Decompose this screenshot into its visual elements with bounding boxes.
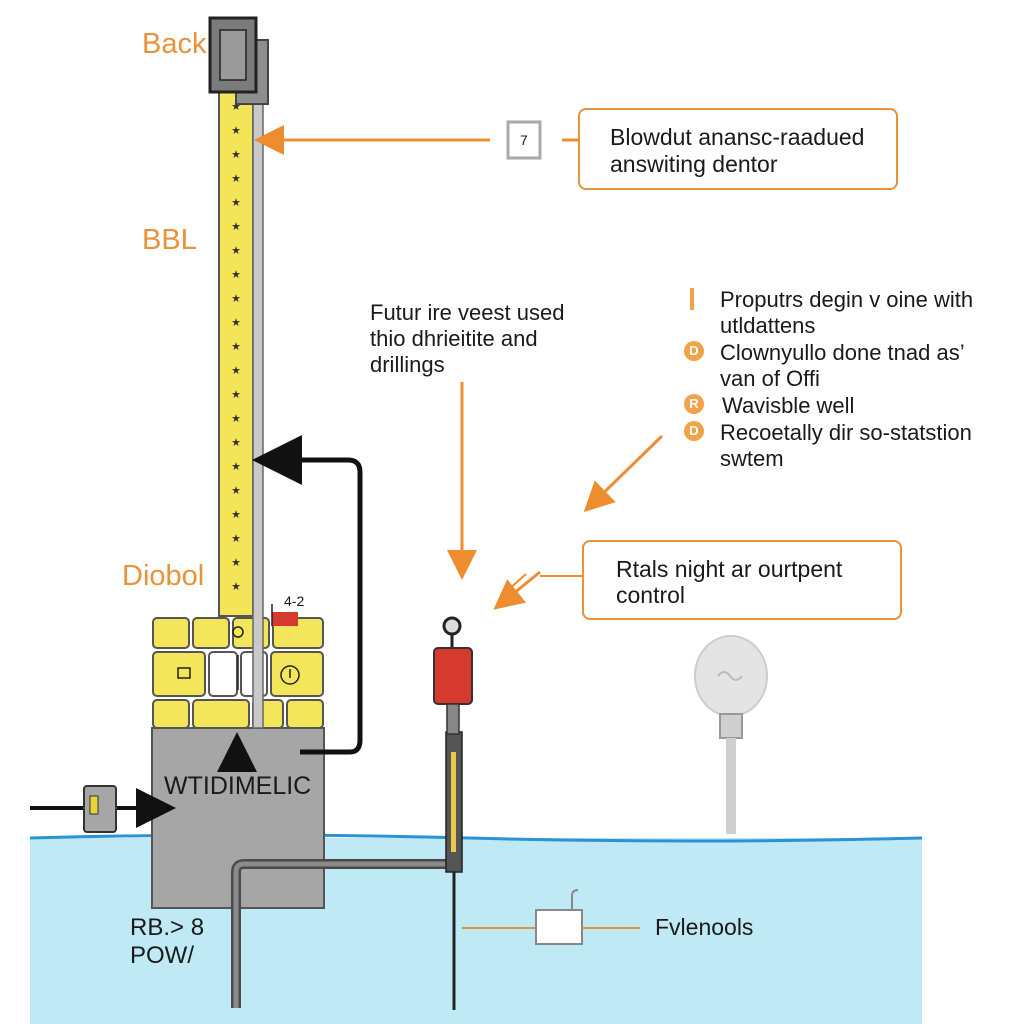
label-bbl: BBL <box>142 224 197 256</box>
legend-item-4-line1: Recoetally dir so-statstion <box>720 420 972 445</box>
mast-mark: ★ <box>231 124 241 137</box>
mast-mark: ★ <box>231 436 241 449</box>
mast-mark: ★ <box>231 100 241 113</box>
label-small-box: 7 <box>520 132 528 148</box>
mast-mark: ★ <box>231 460 241 473</box>
label-bottom-left-1: RB.> 8 <box>130 914 205 941</box>
legend-item-1-line2: utldattens <box>720 313 816 338</box>
mast-mark: ★ <box>231 148 241 161</box>
derrick-mast <box>218 85 254 617</box>
legend-marker-bar <box>690 288 694 310</box>
legend-item-3-line1: Wavisble well <box>722 393 855 418</box>
block-icons <box>177 626 300 690</box>
legend-item-1: Proputrs degin v oine with utldattens <box>720 287 973 339</box>
top-callout-line1: Blowdut anansc-raadued <box>610 124 865 150</box>
mast-mark: ★ <box>231 508 241 521</box>
label-wellhead-block: WTIDIMELIC <box>164 772 312 800</box>
legend-item-2: Clownyullo done tnad as’ van of Offi <box>720 340 965 392</box>
middle-text-line2: thio dhrieitite and <box>370 326 538 351</box>
label-back: Back <box>142 28 207 60</box>
control-callout-arrow <box>493 570 541 610</box>
label-diobol: Diobol <box>122 560 205 592</box>
mast-mark: ★ <box>231 364 241 377</box>
valve-icon <box>433 616 473 735</box>
legend-item-4-line2: swtem <box>720 446 784 471</box>
legend-marker-circle-2: R <box>684 394 704 414</box>
return-loop-arrow <box>252 435 363 755</box>
mast-mark: ★ <box>231 244 241 257</box>
legend-item-2-line2: van of Offi <box>720 366 820 391</box>
inlet-connector <box>83 785 117 833</box>
legend-marker-circle-1: D <box>684 341 704 361</box>
mast-markings: ★ ★ ★ ★ ★ ★ ★ ★ ★ ★ ★ ★ ★ ★ ★ ★ ★ ★ ★ ★ ★ <box>231 100 241 593</box>
mast-mark: ★ <box>231 388 241 401</box>
sensor-box-icon <box>462 889 640 945</box>
mast-mark: ★ <box>231 484 241 497</box>
lamp-icon <box>694 635 768 834</box>
mast-mark: ★ <box>231 172 241 185</box>
legend-item-2-line1: Clownyullo done tnad as’ <box>720 340 965 365</box>
mast-mark: ★ <box>231 316 241 329</box>
label-small-tag: 4-2 <box>284 593 305 609</box>
mast-mark: ★ <box>231 340 241 353</box>
legend-item-4: Recoetally dir so-statstion swtem <box>720 420 972 472</box>
mast-mark: ★ <box>231 220 241 233</box>
mast-mark: ★ <box>231 292 241 305</box>
label-floor: Fvlenools <box>655 914 754 940</box>
middle-text-line3: drillings <box>370 352 445 377</box>
red-tag <box>272 612 298 626</box>
small-number-box <box>506 120 542 160</box>
top-callout-line2: answiting dentor <box>610 151 778 177</box>
middle-text: Futur ire veest used thio dhrieitite and… <box>370 300 564 378</box>
mast-mark: ★ <box>231 556 241 569</box>
top-callout-box: Blowdut anansc-raadued answiting dentor <box>578 108 898 190</box>
mast-mark: ★ <box>231 412 241 425</box>
mast-mark: ★ <box>231 196 241 209</box>
legend-arrow <box>583 434 664 513</box>
mast-mark: ★ <box>231 268 241 281</box>
mast-mark: ★ <box>231 580 241 593</box>
legend-item-3: Wavisble well <box>722 393 854 419</box>
mast-mark: ★ <box>231 532 241 545</box>
legend-item-1-line1: Proputrs degin v oine with <box>720 287 974 312</box>
legend-marker-circle-3: D <box>684 421 704 441</box>
mast-rod <box>252 99 264 729</box>
middle-text-line1: Futur ire veest used <box>370 300 565 325</box>
control-callout-box: Rtals night ar ourtpent control <box>582 540 902 620</box>
control-callout-line2: control <box>616 582 686 608</box>
control-callout-line1: Rtals night ar ourtpent <box>616 556 843 582</box>
label-bottom-left-2: POW/ <box>130 942 194 969</box>
